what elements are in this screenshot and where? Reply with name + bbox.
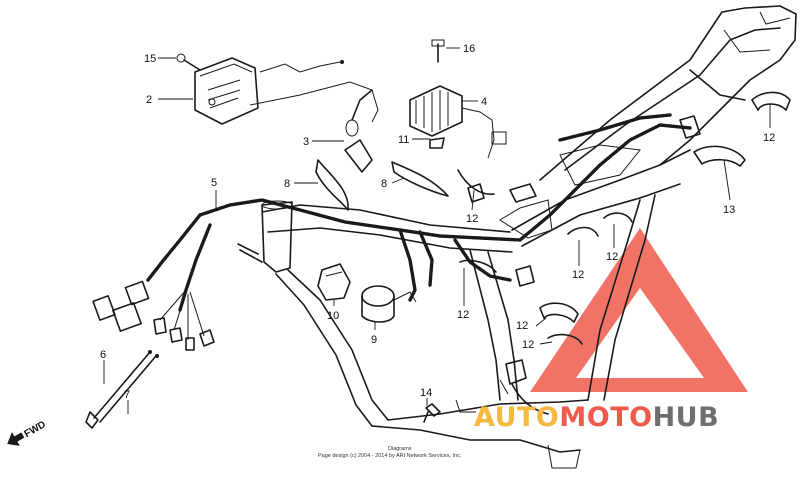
callout-13: 13 bbox=[723, 204, 735, 216]
callout-5: 5 bbox=[211, 177, 217, 189]
callout-12-upper-right: 12 bbox=[763, 132, 775, 144]
frame bbox=[237, 5, 797, 469]
callout-9: 9 bbox=[371, 334, 377, 346]
bolt-15 bbox=[176, 53, 201, 71]
band-clamps-8 bbox=[315, 159, 495, 211]
callout-12-lower-b: 12 bbox=[522, 339, 534, 351]
callout-12-center-right: 12 bbox=[606, 251, 618, 263]
copyright-line-1: Diagrams bbox=[388, 446, 412, 452]
rear-connectors bbox=[467, 115, 701, 415]
callout-6: 6 bbox=[100, 349, 106, 361]
band-clamps-12 bbox=[459, 91, 791, 345]
clip-11 bbox=[429, 137, 445, 149]
copyright-notice: Diagrams Page design (c) 2004 - 2014 by … bbox=[318, 446, 462, 459]
fwd-label: FWD bbox=[23, 419, 48, 440]
callout-12-upper-mid: 12 bbox=[466, 213, 478, 225]
watermark-hub: HUB bbox=[653, 402, 720, 433]
main-wire-harness bbox=[146, 60, 692, 340]
watermark-auto: AUTO bbox=[474, 402, 559, 433]
forward-direction-indicator: FWD bbox=[7, 419, 48, 446]
callout-10: 10 bbox=[327, 310, 339, 322]
leader-lines bbox=[103, 47, 771, 414]
watermark-moto: MOTO bbox=[559, 402, 652, 433]
relay bbox=[317, 263, 351, 301]
watermark-triangle bbox=[530, 228, 748, 392]
callout-11: 11 bbox=[398, 134, 409, 146]
copyright-line-2: Page design (c) 2004 - 2014 by ARI Netwo… bbox=[318, 453, 462, 459]
callout-3: 3 bbox=[303, 136, 309, 148]
bolt-14 bbox=[423, 403, 441, 423]
callout-12-lower-left: 12 bbox=[457, 309, 469, 321]
callout-15: 15 bbox=[144, 53, 156, 65]
front-connectors bbox=[92, 280, 215, 351]
svg-text:AUTOMOTOHUB: AUTOMOTOHUB bbox=[474, 402, 719, 433]
callout-12-center-left: 12 bbox=[572, 269, 584, 281]
spark-plug-cap bbox=[344, 89, 373, 173]
callout-4: 4 bbox=[481, 96, 487, 108]
ignition-unit bbox=[194, 57, 259, 125]
callout-14: 14 bbox=[420, 387, 432, 399]
callout-labels: 15 2 3 16 4 11 8 8 5 12 12 13 12 12 12 1… bbox=[100, 43, 775, 401]
callout-7: 7 bbox=[124, 389, 130, 401]
horn bbox=[361, 285, 417, 323]
callout-2: 2 bbox=[146, 94, 152, 106]
pins-6-7 bbox=[85, 350, 159, 429]
arrow-left-icon bbox=[7, 432, 25, 446]
callout-16: 16 bbox=[463, 43, 475, 55]
bolt-16 bbox=[431, 39, 445, 63]
regulator-rectifier bbox=[409, 85, 507, 159]
callout-8-left: 8 bbox=[284, 178, 290, 190]
watermark-logo: AUTOMOTOHUB bbox=[474, 402, 719, 433]
callout-12-lower-a: 12 bbox=[516, 320, 528, 332]
callout-8-right: 8 bbox=[381, 178, 387, 190]
